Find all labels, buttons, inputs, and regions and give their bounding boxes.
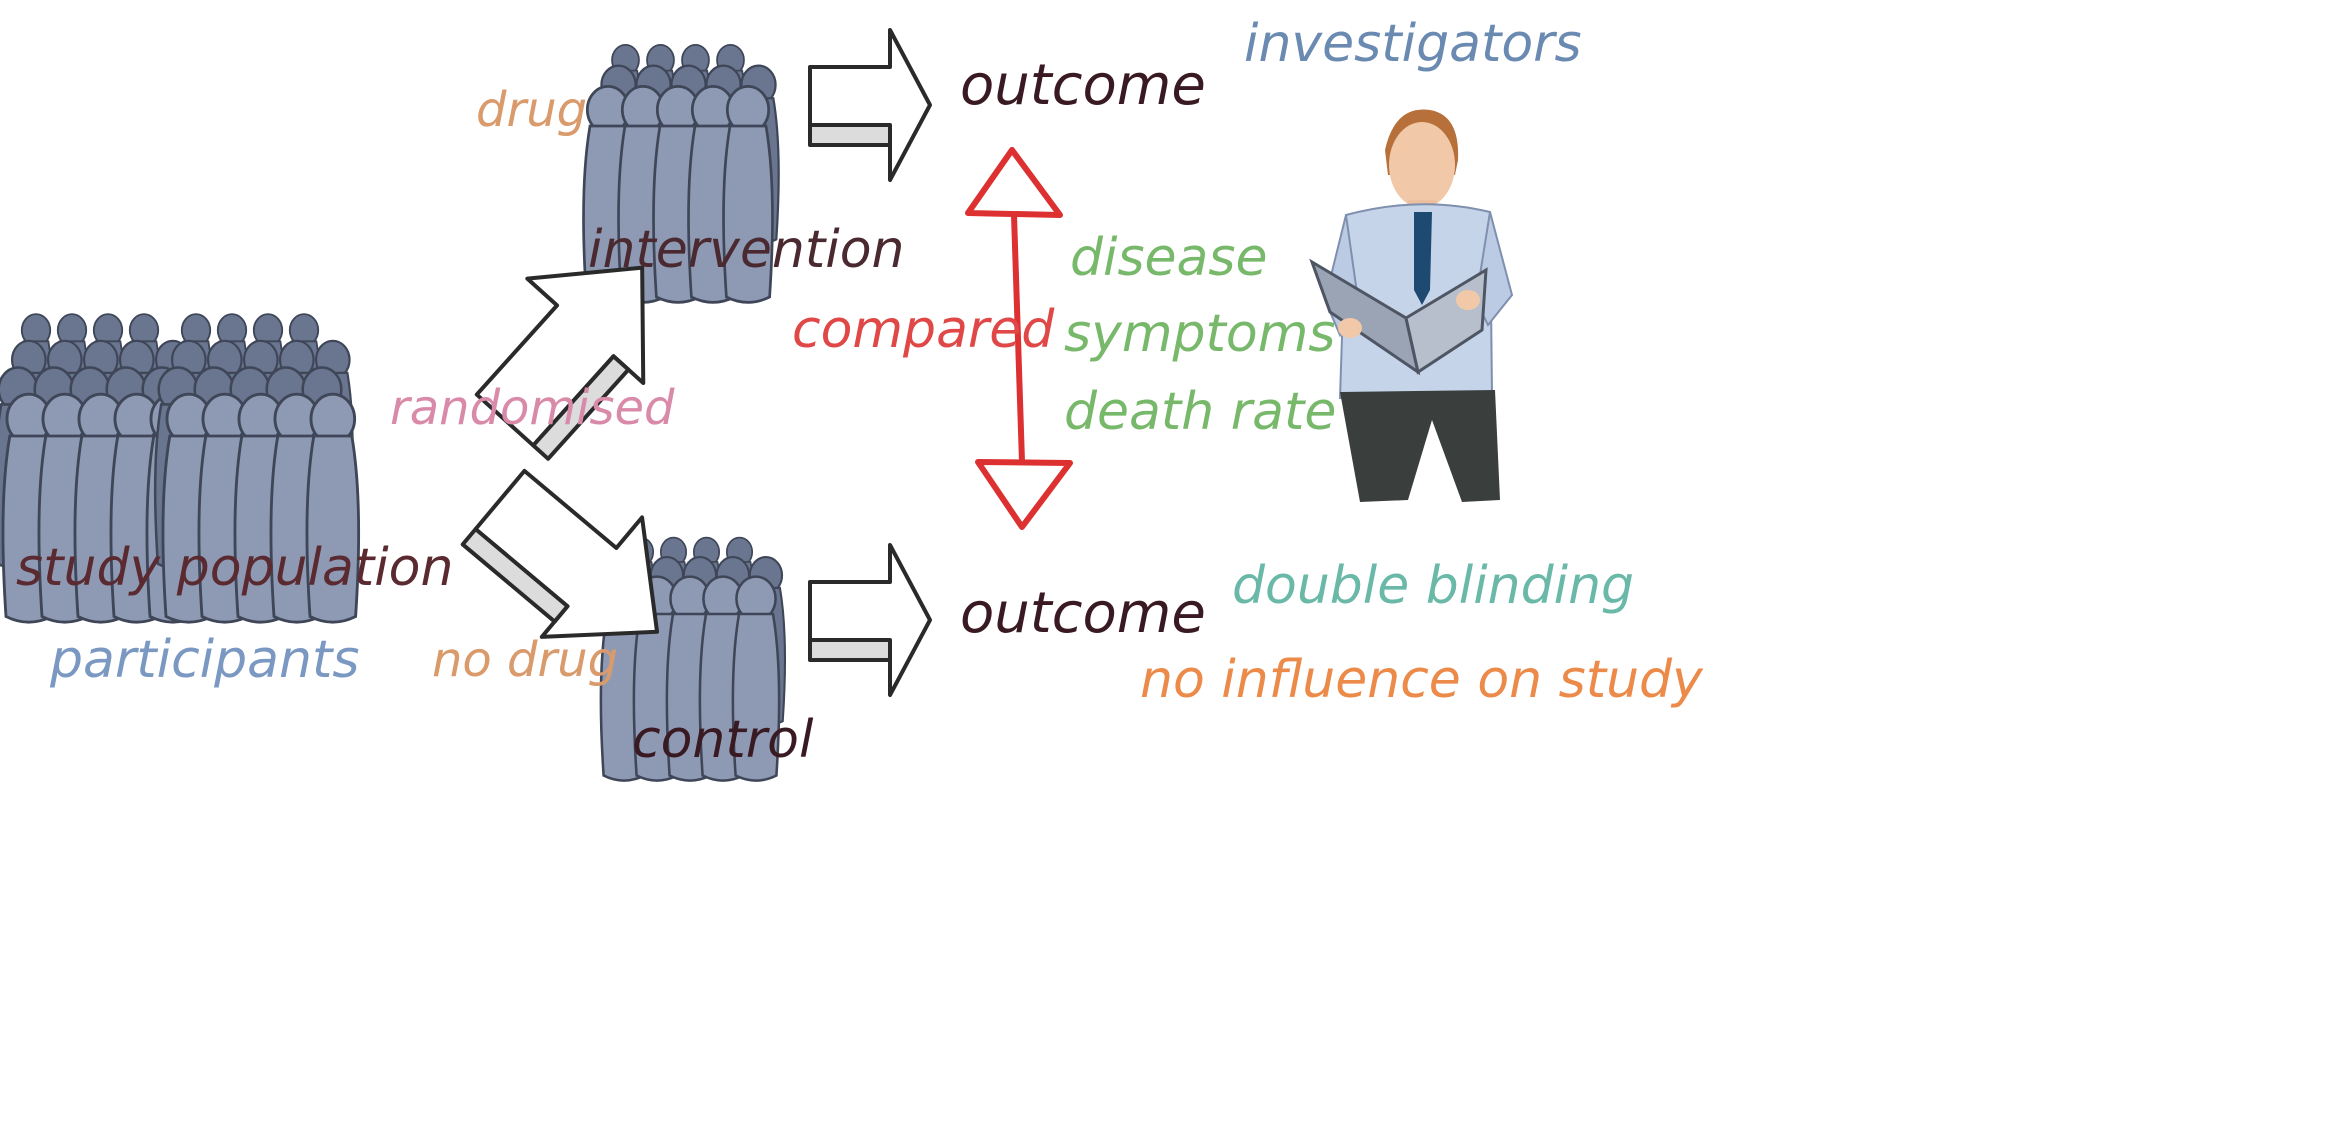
outcome-bottom-label: outcome	[960, 581, 1206, 646]
block-arrow-icon-randomise-up	[474, 265, 646, 461]
control-label: control	[632, 710, 814, 770]
no-influence-label: no influence on study	[1140, 650, 1703, 710]
outcome-top-label: outcome	[960, 53, 1206, 118]
symptoms-label: symptoms	[1064, 304, 1336, 364]
double-blinding-label: double blinding	[1232, 556, 1635, 616]
death-rate-label: death rate	[1064, 382, 1337, 442]
investigators-label: investigators	[1244, 14, 1582, 74]
block-arrow-icon-intervention-outcome	[808, 28, 932, 182]
double-headed-arrow-icon	[965, 147, 1073, 530]
intervention-label: intervention	[588, 220, 905, 280]
disease-label: disease	[1070, 228, 1268, 288]
randomised-label: randomised	[390, 380, 675, 436]
participants-label: participants	[50, 630, 360, 690]
drug-label: drug	[476, 82, 588, 138]
compared-label: compared	[792, 300, 1055, 360]
investigator-icon	[1309, 109, 1514, 502]
block-arrow-icon-randomise-down	[460, 468, 660, 639]
block-arrow-icon-control-outcome	[808, 543, 932, 697]
study-population-label: study population	[16, 538, 454, 598]
no-drug-label: no drug	[432, 632, 619, 688]
